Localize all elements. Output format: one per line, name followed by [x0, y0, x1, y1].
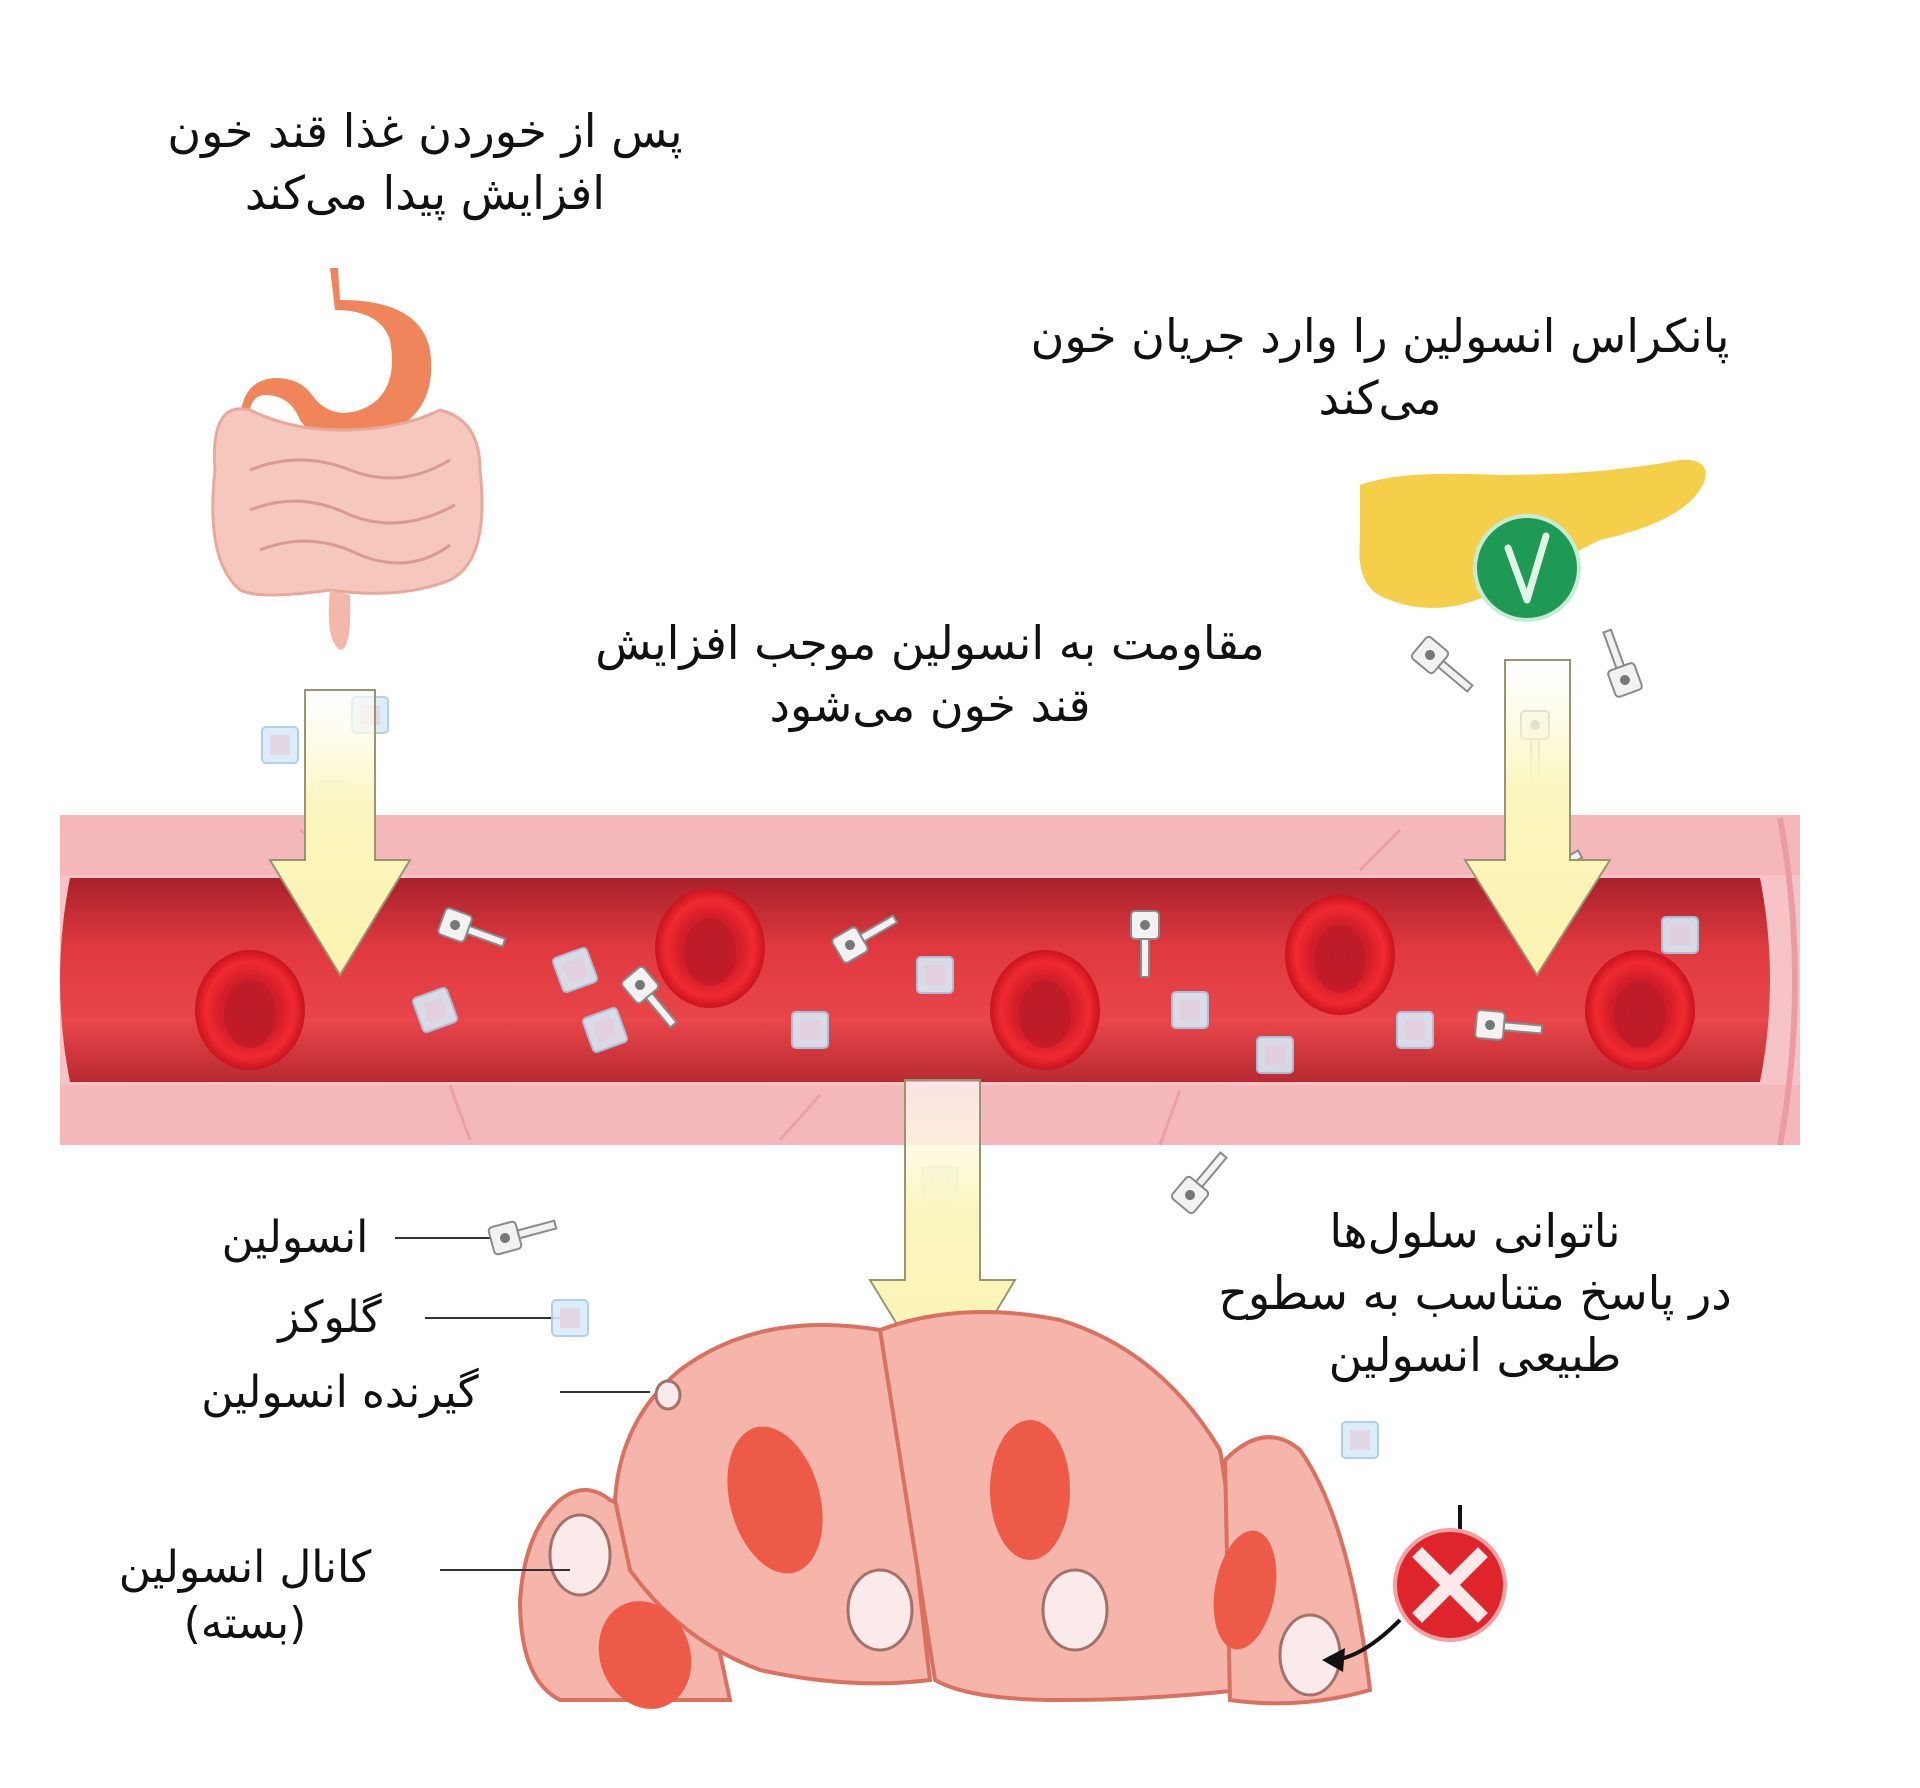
- cross-icon: [1322, 1505, 1507, 1672]
- caption-pancreas-releases-insulin: پانکراس انسولین را وارد جریان خون می‌کند: [960, 305, 1800, 429]
- body-cells: [517, 1310, 1373, 1709]
- caption-resistance-line1: مقاومت به انسولین موجب افزایش: [595, 616, 1265, 670]
- caption-cell-inability: ناتوانی سلول‌ها در پاسخ متناسب به سطوح ط…: [1150, 1200, 1800, 1386]
- caption-cells-line1: ناتوانی سلول‌ها: [1329, 1204, 1621, 1258]
- arrow-digestion-to-vessel: [268, 689, 412, 977]
- caption-cells-line2: در پاسخ متناسب به سطوح: [1218, 1266, 1732, 1320]
- caption-pancreas-line1: پانکراس انسولین را وارد جریان خون: [1030, 309, 1730, 363]
- caption-food-line2: افزایش پیدا می‌کند: [244, 166, 606, 220]
- arrow-pancreas-to-vessel: [1463, 659, 1612, 977]
- caption-pancreas-line2: می‌کند: [1318, 371, 1442, 425]
- legend-channel-label: کانال انسولین (بسته): [75, 1540, 415, 1652]
- legend-insulin-label: انسولین: [221, 1212, 369, 1263]
- legend-graphics: [395, 1210, 650, 1571]
- digestive-system-illustration: [211, 268, 484, 650]
- check-icon: [1473, 514, 1581, 622]
- legend-channel-line1: کانال انسولین: [118, 1542, 372, 1593]
- caption-insulin-resistance: مقاومت به انسولین موجب افزایش قند خون می…: [520, 612, 1340, 736]
- caption-cells-line3: طبیعی انسولین: [1328, 1328, 1622, 1382]
- caption-resistance-line2: قند خون می‌شود: [769, 678, 1091, 732]
- legend-glucose-label: گلوکز: [278, 1292, 382, 1343]
- caption-food-raises-blood-sugar: پس از خوردن غذا قند خون افزایش پیدا می‌ک…: [100, 100, 750, 224]
- legend-receptor-label: گیرنده انسولین: [201, 1367, 479, 1418]
- legend-channel-line2: (بسته): [183, 1598, 307, 1649]
- caption-food-line1: پس از خوردن غذا قند خون: [167, 104, 683, 158]
